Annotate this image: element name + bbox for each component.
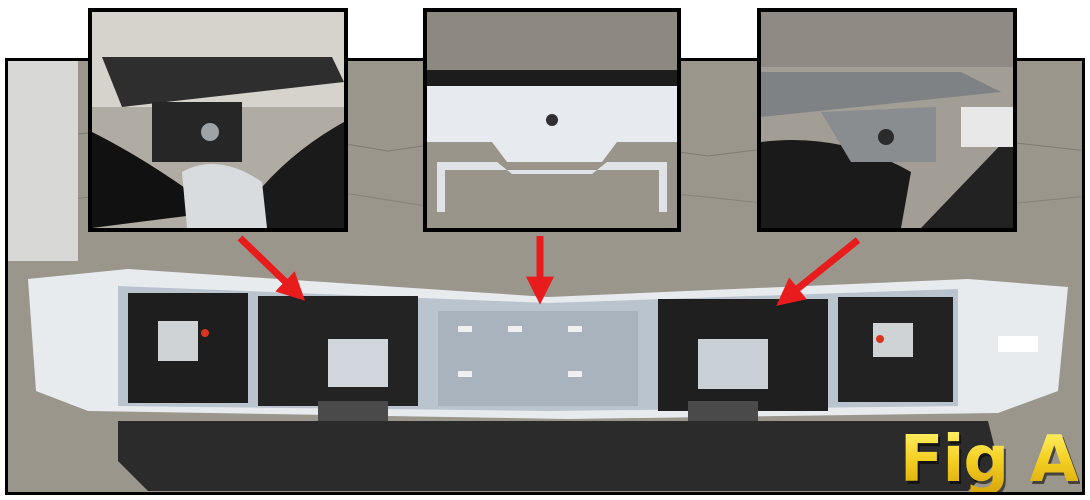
right-arrow bbox=[776, 237, 861, 306]
center-tab-closeup bbox=[423, 8, 681, 232]
lower-bumper bbox=[118, 421, 998, 491]
right-bracket-closeup bbox=[757, 8, 1017, 232]
left-arrow bbox=[237, 235, 306, 301]
bracket-tab bbox=[152, 102, 242, 162]
right-bracket-closeup-image bbox=[761, 12, 1013, 228]
textured-plate bbox=[102, 57, 344, 107]
left-bracket-closeup bbox=[88, 8, 348, 232]
center-tab-closeup-image bbox=[427, 12, 677, 228]
left-bracket-closeup-image bbox=[92, 12, 344, 228]
coated-plate bbox=[761, 72, 1001, 117]
figure-label: Fig A bbox=[899, 423, 1079, 497]
